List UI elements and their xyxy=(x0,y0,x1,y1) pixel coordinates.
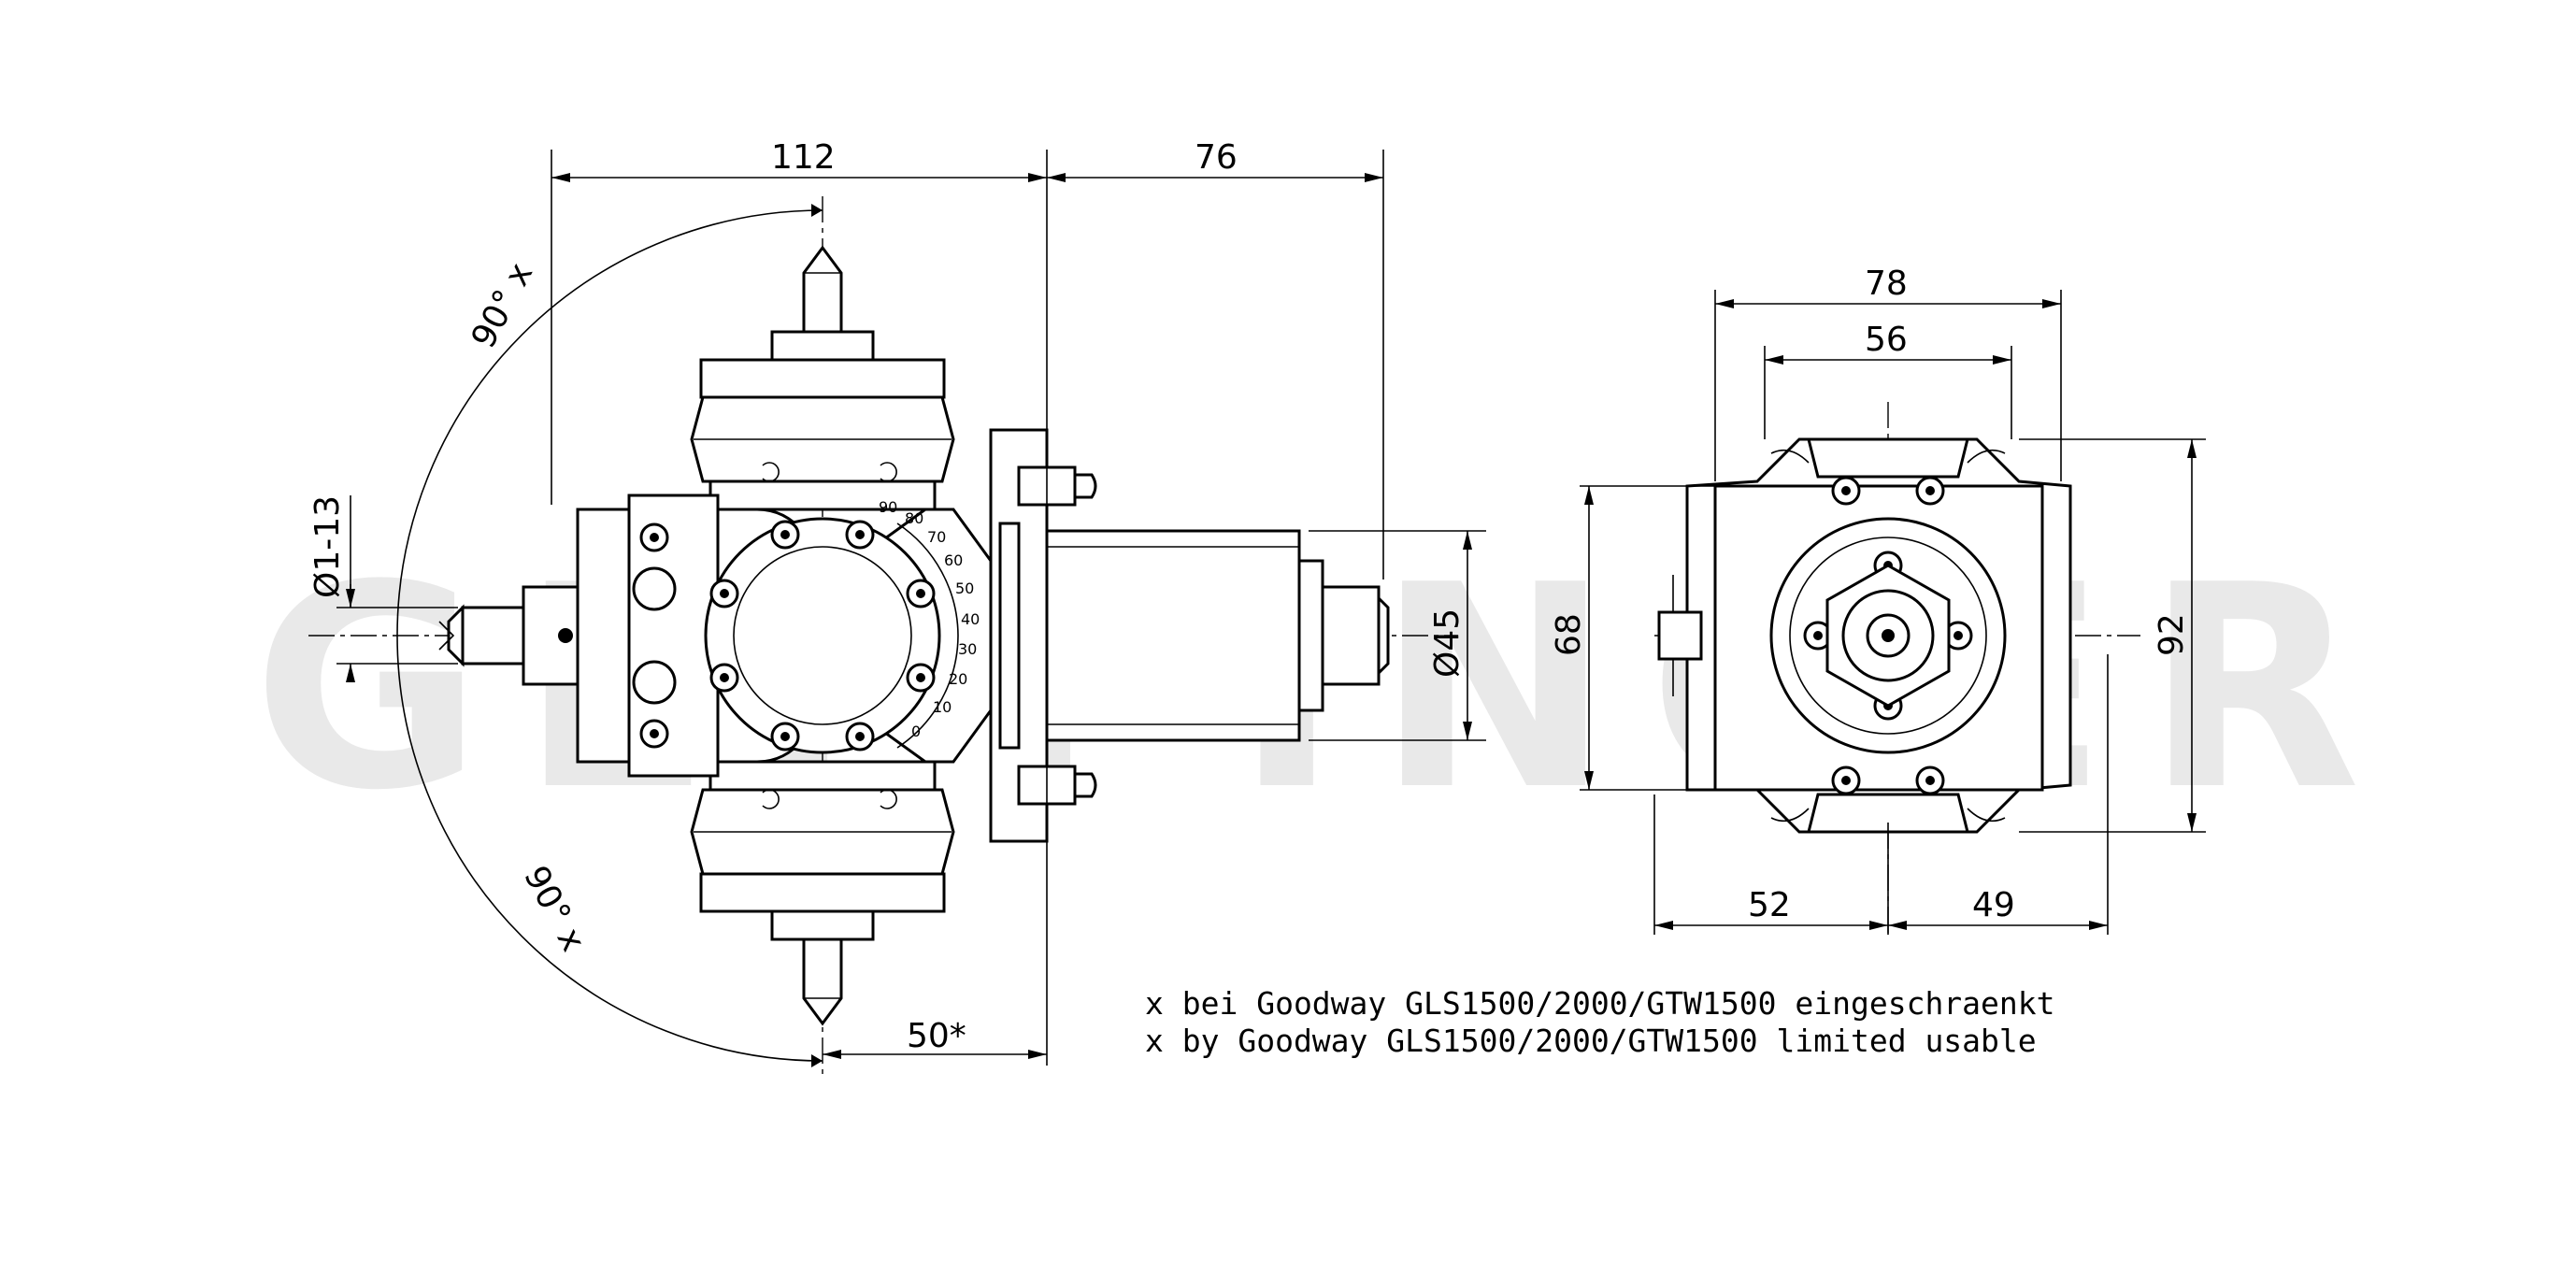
dim-bore: Ø1-13 xyxy=(308,495,347,598)
bolt-holes xyxy=(632,520,936,751)
dim-52: 52 xyxy=(1748,886,1791,924)
svg-text:10: 10 xyxy=(933,698,952,716)
dim-76: 76 xyxy=(1195,138,1238,177)
dim-offset: 50* xyxy=(907,1017,966,1055)
angle-scale: 90 80 70 60 50 40 30 20 10 0 xyxy=(879,498,980,740)
svg-text:70: 70 xyxy=(927,528,946,546)
dim-56: 56 xyxy=(1865,321,1908,359)
dim-78: 78 xyxy=(1865,265,1908,303)
dim-shank-diameter: Ø45 xyxy=(1428,608,1467,678)
dim-angle-upper: 90° x xyxy=(465,257,541,355)
svg-text:0: 0 xyxy=(911,723,921,740)
dim-49: 49 xyxy=(1972,886,2015,924)
svg-text:80: 80 xyxy=(905,509,923,527)
dim-angle-lower: 90° x xyxy=(516,860,593,958)
side-view-dimensions: 78 56 68 92 52 49 xyxy=(1550,265,2206,935)
dim-68: 68 xyxy=(1550,613,1588,656)
svg-text:30: 30 xyxy=(958,640,977,658)
svg-text:50: 50 xyxy=(955,580,974,597)
front-view: 90 80 70 60 50 40 30 20 10 0 xyxy=(308,196,1458,1075)
note-german: x bei Goodway GLS1500/2000/GTW1500 einge… xyxy=(1145,985,2055,1022)
swivel-arc xyxy=(396,209,823,1062)
note-english: x by Goodway GLS1500/2000/GTW1500 limite… xyxy=(1145,1023,2037,1059)
dim-92: 92 xyxy=(2153,613,2191,656)
svg-text:60: 60 xyxy=(944,551,963,569)
svg-text:40: 40 xyxy=(961,610,980,628)
svg-text:20: 20 xyxy=(949,670,967,688)
side-view xyxy=(1654,402,2140,935)
svg-text:90: 90 xyxy=(879,498,897,516)
watermark: GEPPINGER xyxy=(252,525,2398,852)
dim-112: 112 xyxy=(771,138,836,177)
